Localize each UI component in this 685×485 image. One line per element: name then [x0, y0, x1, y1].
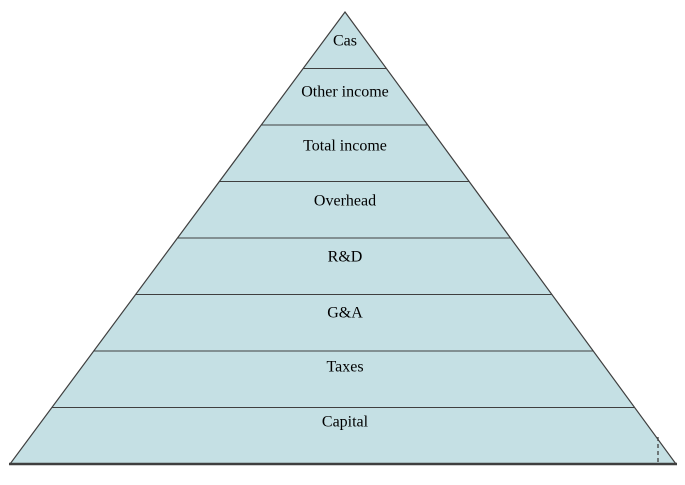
level-label-capital: Capital: [322, 414, 369, 431]
level-label-other-income: Other income: [301, 84, 389, 101]
level-label-ga: G&A: [327, 305, 363, 322]
level-label-total-income: Total income: [303, 138, 387, 155]
level-label-cas: Cas: [333, 33, 357, 50]
pyramid-labels: Cas Other income Total income Overhead R…: [301, 33, 389, 431]
level-label-overhead: Overhead: [314, 193, 376, 210]
level-label-rd: R&D: [328, 249, 363, 266]
level-label-taxes: Taxes: [326, 359, 363, 376]
pyramid-divider-lines: [51, 67, 635, 409]
